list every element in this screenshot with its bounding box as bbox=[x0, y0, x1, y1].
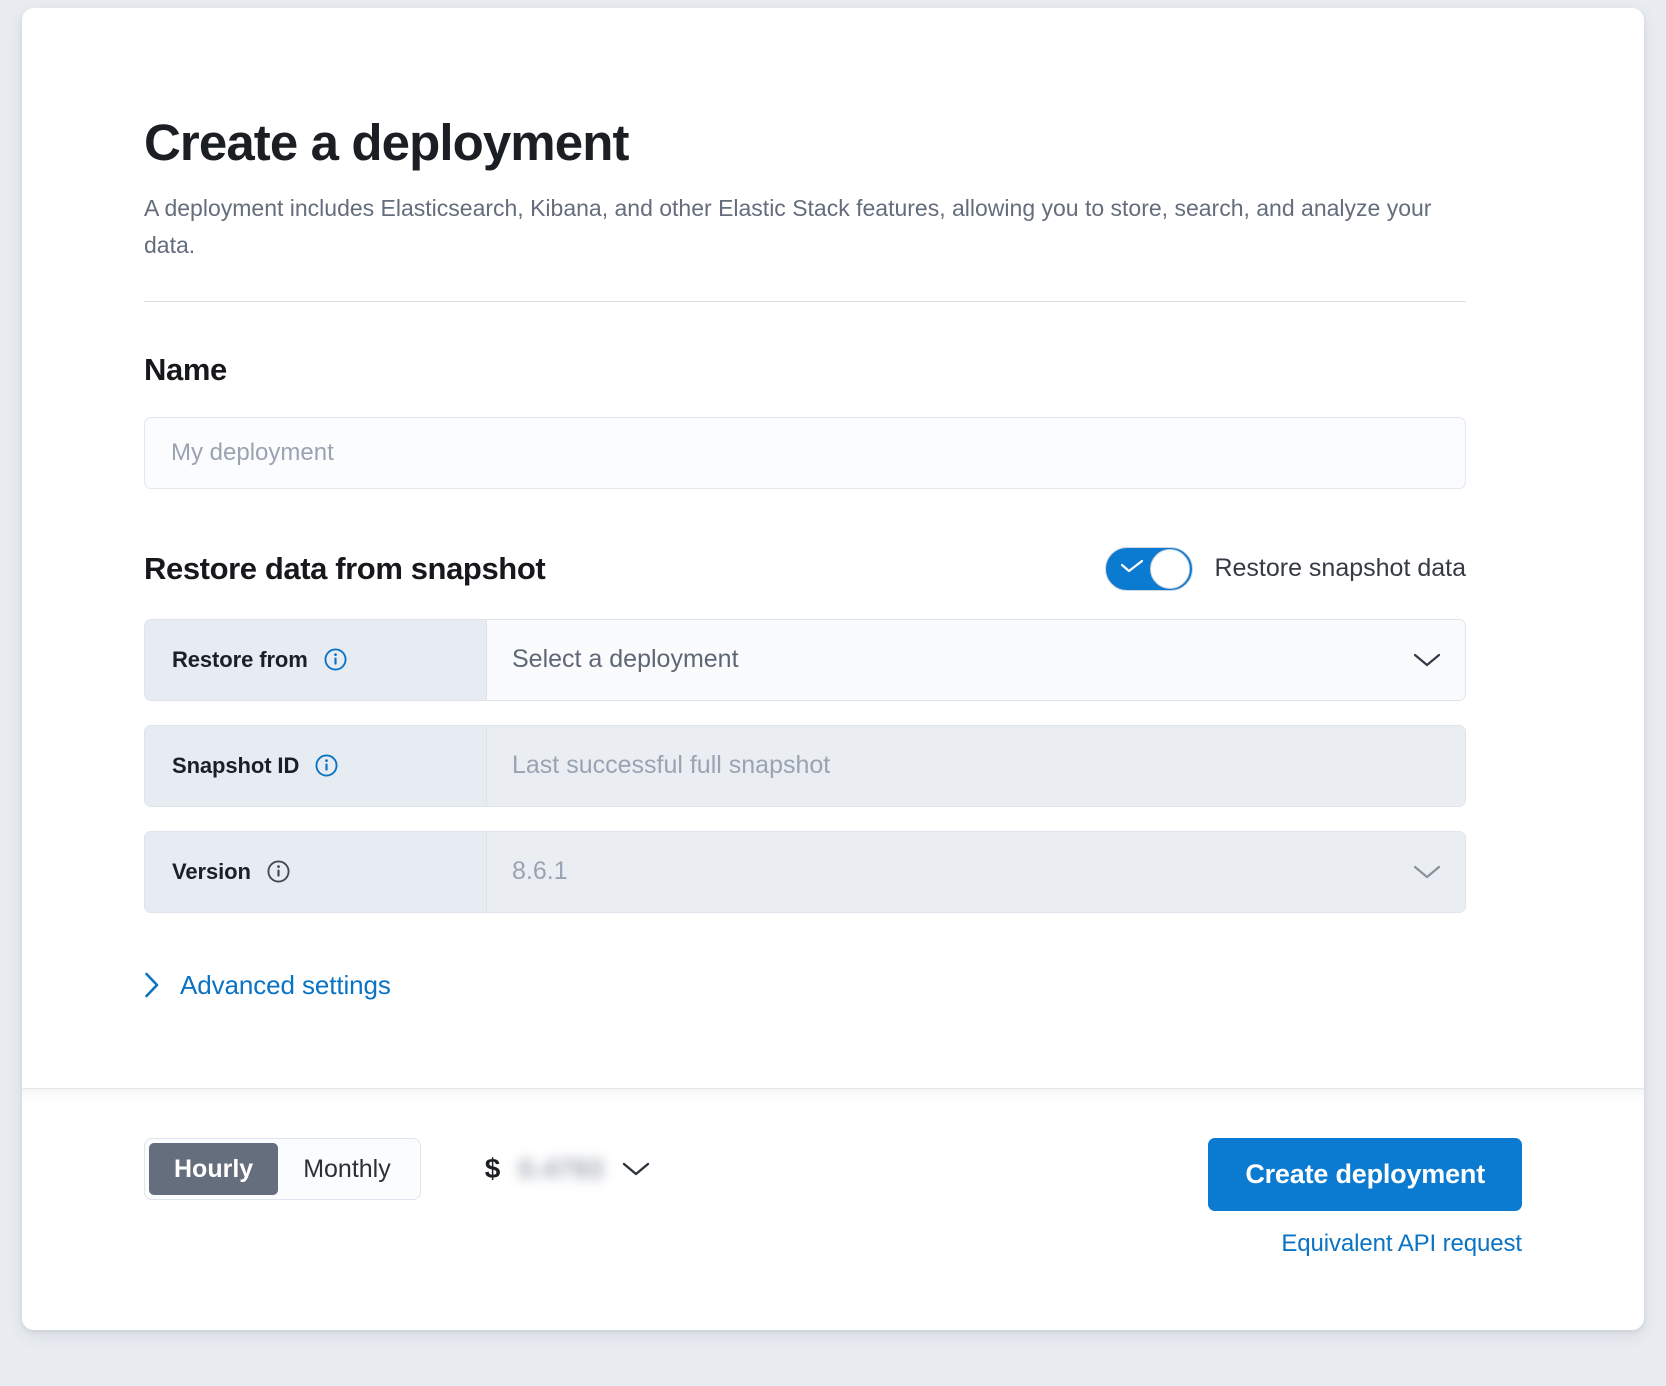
deployment-name-placeholder: My deployment bbox=[171, 438, 334, 466]
name-section-title: Name bbox=[144, 351, 227, 387]
restore-from-row[interactable]: Restore from Select bbox=[144, 618, 1466, 701]
price-amount: 0.4793 bbox=[518, 1153, 604, 1184]
info-icon[interactable] bbox=[315, 754, 338, 777]
footer-left-group: Hourly Monthly $ 0.4793 bbox=[144, 1138, 650, 1200]
info-icon[interactable] bbox=[324, 648, 347, 671]
restore-snapshot-header: Restore data from snapshot Restor bbox=[144, 546, 1466, 591]
restore-from-select[interactable]: Select a deployment bbox=[487, 619, 1465, 700]
advanced-settings-label: Advanced settings bbox=[180, 969, 391, 1000]
restore-snapshot-toggle[interactable] bbox=[1105, 546, 1194, 591]
check-icon bbox=[1121, 559, 1144, 572]
chevron-down-icon[interactable] bbox=[1413, 652, 1441, 668]
name-section: Name My deployment bbox=[144, 352, 1466, 489]
restore-snapshot-toggle-group[interactable]: Restore snapshot data bbox=[1105, 546, 1466, 591]
card-body: Create a deployment A deployment include… bbox=[22, 8, 1644, 1088]
snapshot-form-rows: Restore from Select bbox=[144, 618, 1466, 913]
billing-period-segmented-control[interactable]: Hourly Monthly bbox=[144, 1138, 421, 1200]
equivalent-api-request-link[interactable]: Equivalent API request bbox=[1281, 1230, 1522, 1257]
restore-snapshot-section: Restore data from snapshot Restor bbox=[144, 546, 1466, 913]
advanced-settings-toggle[interactable]: Advanced settings bbox=[144, 970, 464, 1001]
price-currency-symbol: $ bbox=[484, 1153, 501, 1184]
create-deployment-button[interactable]: Create deployment bbox=[1208, 1138, 1522, 1211]
header-divider bbox=[144, 300, 1466, 302]
footer-right-group: Create deployment Equivalent API request bbox=[1208, 1138, 1522, 1258]
restore-from-label-group: Restore from bbox=[145, 619, 487, 700]
restore-snapshot-title: Restore data from snapshot bbox=[144, 550, 546, 586]
billing-option-hourly[interactable]: Hourly bbox=[149, 1143, 279, 1195]
snapshot-id-row: Snapshot ID Last su bbox=[144, 724, 1466, 807]
card-footer: Hourly Monthly $ 0.4793 Create deploymen… bbox=[22, 1088, 1644, 1330]
create-deployment-card: Create a deployment A deployment include… bbox=[22, 8, 1644, 1330]
price-display[interactable]: $ 0.4793 bbox=[485, 1153, 650, 1185]
restore-from-value: Select a deployment bbox=[512, 645, 739, 674]
restore-from-label: Restore from bbox=[172, 646, 308, 672]
snapshot-id-value: Last successful full snapshot bbox=[512, 751, 831, 780]
toggle-knob bbox=[1150, 548, 1191, 589]
version-label: Version bbox=[172, 858, 251, 884]
restore-snapshot-toggle-label: Restore snapshot data bbox=[1214, 554, 1466, 583]
page-description: A deployment includes Elasticsearch, Kib… bbox=[144, 195, 1432, 259]
version-select[interactable]: 8.6.1 bbox=[487, 831, 1465, 912]
billing-option-monthly[interactable]: Monthly bbox=[303, 1154, 391, 1183]
snapshot-id-input[interactable]: Last successful full snapshot bbox=[487, 725, 1465, 806]
chevron-down-icon[interactable] bbox=[1413, 864, 1441, 880]
version-row: Version 8.6.1 bbox=[144, 830, 1466, 913]
content-column: Create a deployment A deployment include… bbox=[144, 114, 1466, 1001]
snapshot-id-label: Snapshot ID bbox=[172, 752, 300, 778]
version-value: 8.6.1 bbox=[512, 857, 568, 886]
deployment-name-input[interactable]: My deployment bbox=[144, 416, 1466, 489]
snapshot-id-label-group: Snapshot ID bbox=[145, 725, 487, 806]
chevron-down-icon[interactable] bbox=[622, 1161, 650, 1177]
page-title: Create a deployment bbox=[144, 114, 629, 171]
version-label-group: Version bbox=[145, 831, 487, 912]
chevron-right-icon bbox=[144, 972, 160, 998]
info-icon[interactable] bbox=[267, 860, 290, 883]
